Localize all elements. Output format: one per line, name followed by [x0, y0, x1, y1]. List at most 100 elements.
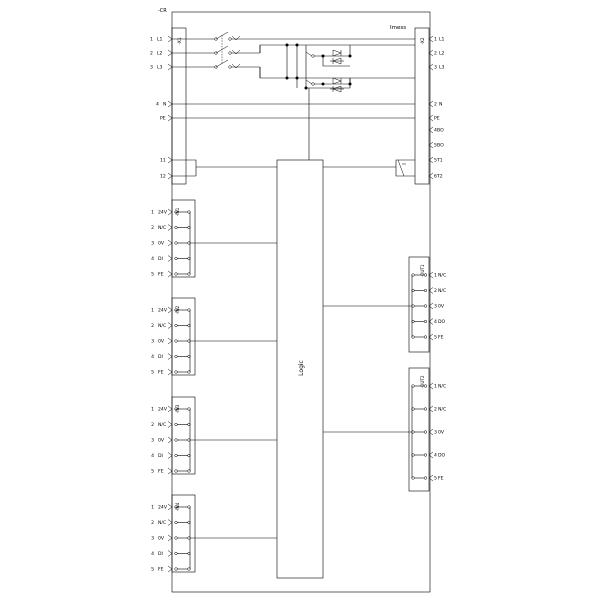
- svg-text:FE: FE: [158, 272, 164, 278]
- x2-terminal: 5 T1: [428, 156, 443, 164]
- svg-text:5: 5: [151, 370, 154, 376]
- svg-text:3: 3: [151, 438, 154, 444]
- svg-text:2: 2: [151, 520, 154, 526]
- svg-text:T1: T1: [436, 158, 443, 164]
- svg-text:24V: 24V: [158, 505, 168, 511]
- x2-terminal: 6 T2: [428, 172, 443, 180]
- x1-terminal: PE: [160, 114, 173, 122]
- svg-text:0V: 0V: [438, 430, 445, 436]
- input-terminal: 2 N/C: [151, 224, 191, 231]
- device-frame: [171, 11, 431, 593]
- svg-text:L1: L1: [439, 37, 445, 43]
- svg-text:3: 3: [151, 536, 154, 542]
- svg-text:-X2: -X2: [420, 37, 426, 44]
- svg-text:L2: L2: [439, 51, 445, 57]
- svg-text:3: 3: [434, 430, 437, 436]
- svg-text:T2: T2: [436, 174, 443, 180]
- terminal-strip-x2: -X2 1 L1 2 L2 3 L3 2 N PE 4 BO: [414, 27, 445, 185]
- svg-text:2: 2: [434, 102, 437, 108]
- svg-text:5: 5: [434, 476, 437, 482]
- svg-text:3: 3: [434, 65, 437, 71]
- svg-text:0V: 0V: [158, 438, 165, 444]
- svg-text:1: 1: [151, 407, 154, 413]
- svg-text:0V: 0V: [158, 536, 165, 542]
- x2-terminal: 1 L1: [428, 35, 445, 43]
- svg-text:1: 1: [150, 37, 153, 43]
- svg-text:3: 3: [151, 339, 154, 345]
- svg-text:DO: DO: [438, 453, 446, 459]
- x1-terminal: 11: [160, 156, 173, 164]
- svg-text:N: N: [163, 102, 166, 108]
- terminal-strip-x1: -X1 1 L1 2 L2 3 L3 4 N PE 11: [150, 27, 187, 185]
- power-section: Imess: [172, 25, 415, 177]
- svg-text:5: 5: [434, 335, 437, 341]
- svg-text:2: 2: [434, 288, 437, 294]
- svg-text:PE: PE: [160, 116, 166, 122]
- svg-text:5: 5: [151, 272, 154, 278]
- svg-text:4: 4: [434, 319, 437, 325]
- svg-text:PE: PE: [434, 116, 440, 122]
- svg-text:DI: DI: [158, 354, 163, 360]
- svg-text:N/C: N/C: [438, 384, 446, 390]
- meter-label: Imess: [390, 25, 406, 31]
- input-terminal: 5 FE: [151, 270, 191, 278]
- svg-text:1: 1: [151, 210, 154, 216]
- svg-text:24V: 24V: [158, 210, 168, 216]
- svg-text:FE: FE: [158, 567, 164, 573]
- svg-text:5: 5: [151, 567, 154, 573]
- svg-text:FE: FE: [438, 476, 444, 482]
- svg-text:4: 4: [151, 453, 154, 459]
- svg-text:24V: 24V: [158, 308, 168, 314]
- svg-text:4: 4: [151, 256, 154, 262]
- svg-text:DI: DI: [158, 256, 163, 262]
- svg-text:2: 2: [151, 225, 154, 231]
- svg-text:N/C: N/C: [158, 225, 166, 231]
- x2-terminal: 5 BO: [428, 141, 444, 149]
- svg-text:N/C: N/C: [438, 273, 446, 279]
- svg-text:1: 1: [434, 37, 437, 43]
- svg-text:1: 1: [151, 308, 154, 314]
- svg-text:5: 5: [434, 143, 437, 149]
- x1-terminal: 1 L1: [150, 35, 173, 43]
- svg-text:N/C: N/C: [158, 323, 166, 329]
- input-terminal: 1 24V: [151, 208, 191, 216]
- svg-text:4: 4: [151, 551, 154, 557]
- svg-text:L1: L1: [157, 37, 163, 43]
- svg-text:L3: L3: [439, 65, 445, 71]
- thyristor-bridge: [285, 43, 352, 93]
- x2-terminal: 2 N: [428, 100, 442, 108]
- svg-text:1: 1: [434, 384, 437, 390]
- svg-text:11: 11: [160, 158, 166, 164]
- svg-text:FE: FE: [158, 370, 164, 376]
- logic-block: [276, 159, 324, 579]
- svg-text:-X1: -X1: [177, 37, 183, 44]
- svg-text:2: 2: [151, 422, 154, 428]
- device-tag: -CR: [158, 8, 167, 14]
- svg-text:3: 3: [434, 304, 437, 310]
- main-switch: [214, 31, 241, 69]
- x2-terminal: PE: [428, 114, 440, 122]
- output-module-tag: -OUT2: [420, 375, 425, 389]
- svg-text:0V: 0V: [438, 304, 445, 310]
- svg-text:L2: L2: [157, 51, 163, 57]
